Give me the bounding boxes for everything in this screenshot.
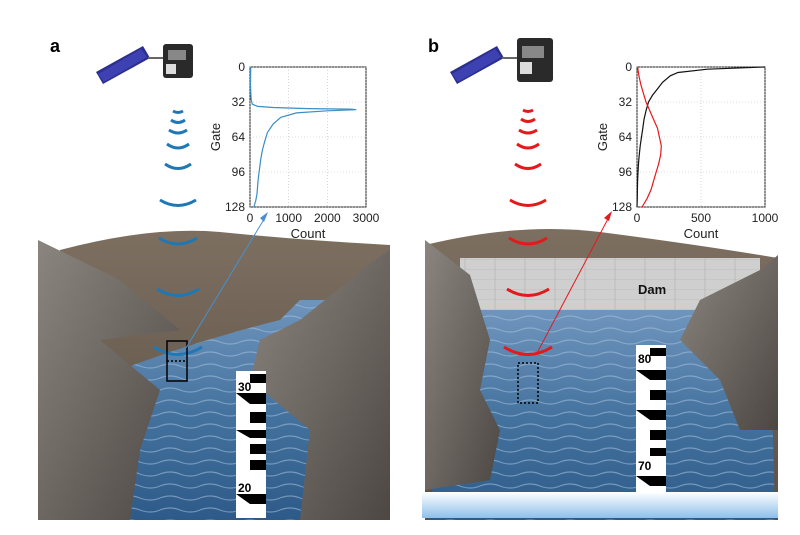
x-tick-label: 1000 [275, 211, 302, 225]
panel-a-label: a [50, 36, 61, 56]
y-tick-label: 96 [232, 165, 246, 179]
footprint-box-b [517, 362, 539, 404]
y-tick-label: 64 [619, 130, 633, 144]
dam-label: Dam [638, 282, 666, 297]
y-tick-label: 0 [625, 60, 632, 74]
staff-gauge-b: 80 70 [636, 345, 666, 493]
x-tick-label: 500 [691, 211, 711, 225]
gauge-label-top-b: 80 [638, 352, 652, 366]
x-tick-label: 2000 [314, 211, 341, 225]
series-line-0 [249, 66, 357, 208]
y-tick-label: 128 [612, 200, 632, 214]
gauge-label-bottom-b: 70 [638, 459, 652, 473]
gauge-label-top-a: 30 [238, 380, 252, 394]
y-tick-label: 0 [238, 60, 245, 74]
panel-a: a [38, 36, 390, 521]
x-tick-label: 0 [634, 211, 641, 225]
series-line-1 [637, 66, 662, 208]
series-line-0 [636, 66, 766, 208]
y-tick-label: 32 [232, 95, 246, 109]
x-axis-label: Count [291, 226, 326, 241]
terrain-b: Dam [422, 228, 778, 520]
satellite-icon [96, 44, 193, 84]
y-tick-label: 32 [619, 95, 633, 109]
ice-band [422, 492, 778, 518]
radar-pulses-b [503, 108, 553, 356]
panel-b: b Dam [422, 36, 779, 520]
panel-b-label: b [428, 36, 439, 56]
radar-pulses-a [153, 109, 203, 356]
y-axis-label: Gate [208, 123, 223, 151]
y-axis-label: Gate [595, 123, 610, 151]
x-axis-label: Count [684, 226, 719, 241]
staff-gauge-a: 30 20 [236, 371, 266, 518]
terrain-a [38, 230, 390, 521]
satellite-icon [450, 38, 553, 84]
y-tick-label: 128 [225, 200, 245, 214]
x-tick-label: 0 [247, 211, 254, 225]
x-tick-label: 3000 [353, 211, 380, 225]
pointer-arrow-a [185, 215, 267, 349]
y-tick-label: 96 [619, 165, 633, 179]
pointer-arrow-b [535, 214, 611, 356]
gauge-label-bottom-a: 20 [238, 481, 252, 495]
y-tick-label: 64 [232, 130, 246, 144]
x-tick-label: 1000 [752, 211, 779, 225]
